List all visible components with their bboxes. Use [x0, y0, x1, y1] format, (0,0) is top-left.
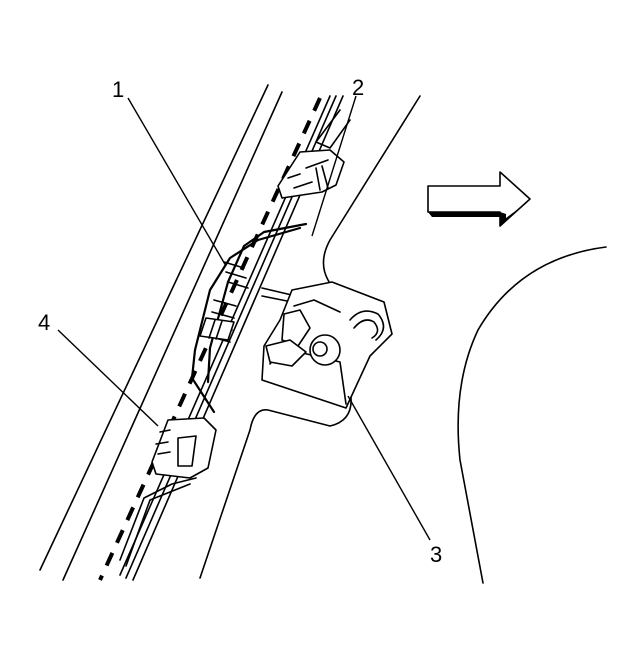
callout-3: 3 — [430, 542, 442, 567]
bracket-assembly — [261, 281, 393, 409]
leader-lines — [57, 95, 431, 541]
upper-retainer-clip — [277, 109, 351, 199]
wire-harness — [190, 222, 308, 414]
right-arrow-icon — [427, 171, 531, 227]
callout-4: 4 — [38, 310, 50, 335]
door-panel — [199, 95, 607, 584]
callout-1: 1 — [112, 77, 124, 102]
callout-2: 2 — [352, 75, 364, 100]
lower-retainer-clip — [119, 417, 217, 567]
